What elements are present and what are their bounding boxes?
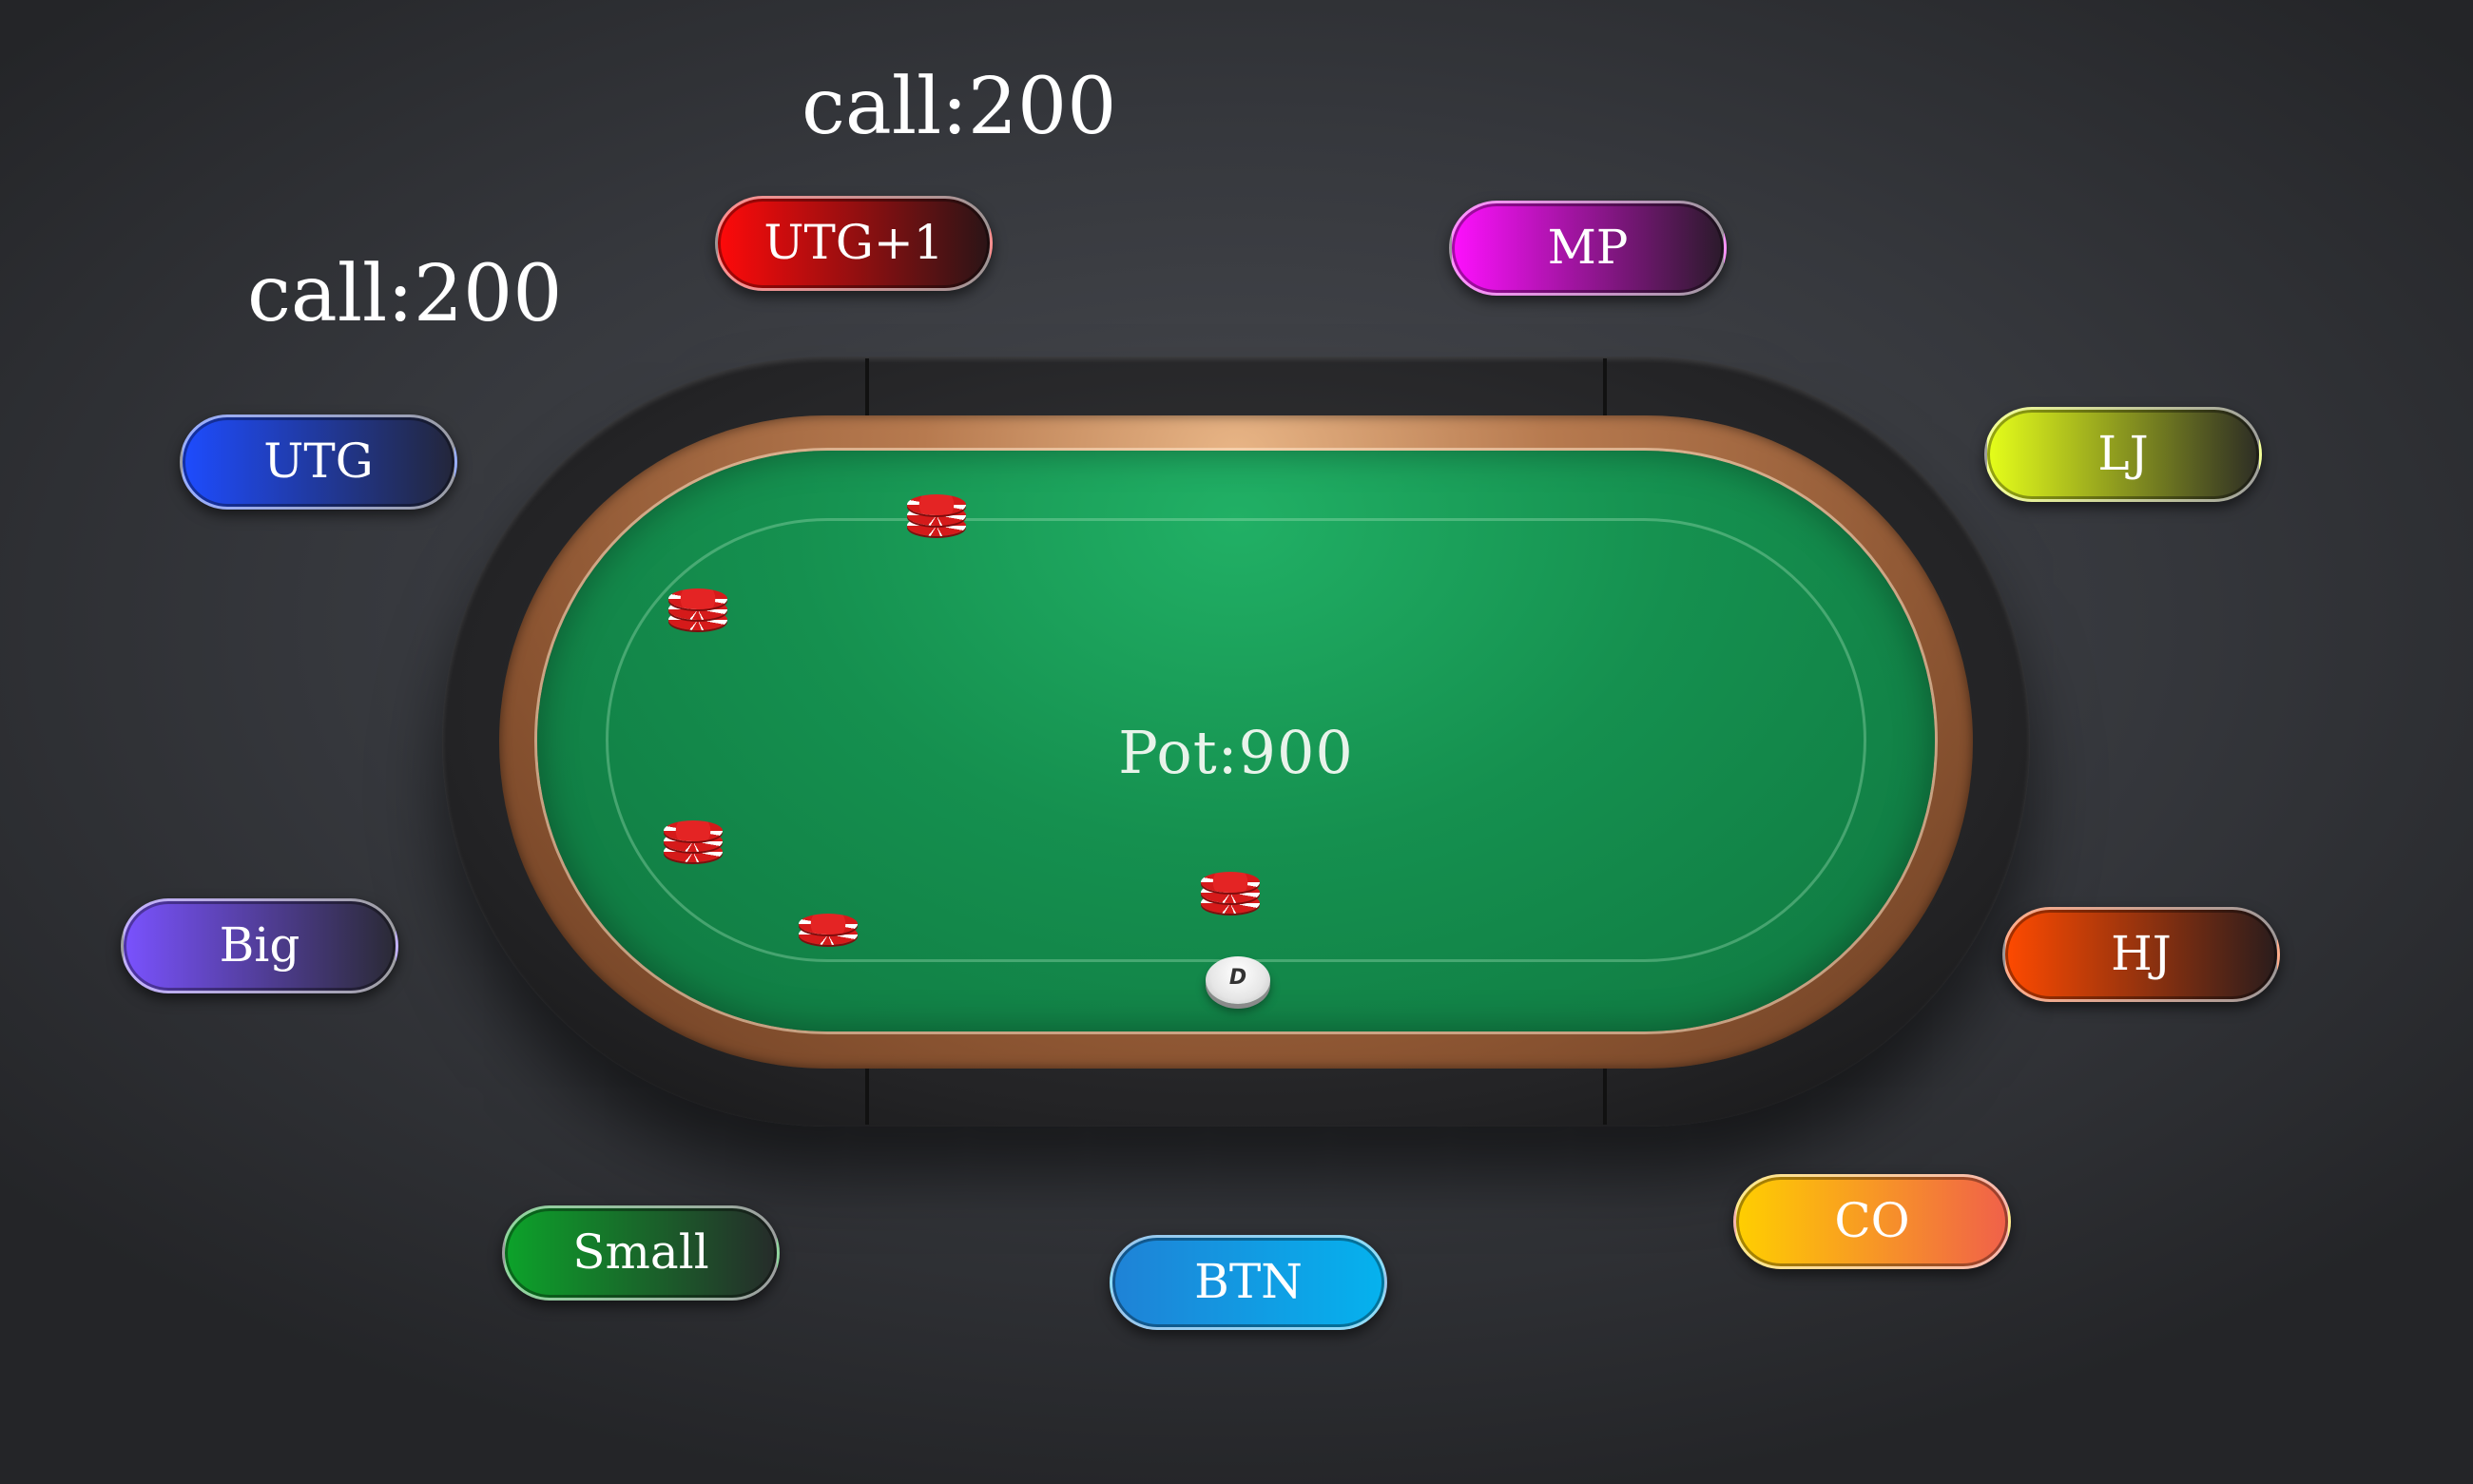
rail-joint — [865, 1058, 869, 1125]
seat-utg-plus-1[interactable]: UTG+1 — [715, 196, 993, 291]
bet-chip-utg1 — [907, 492, 966, 540]
seat-co[interactable]: CO — [1733, 1174, 2011, 1269]
bet-chip-btn — [1201, 870, 1260, 917]
bet-chip-big — [664, 819, 723, 866]
seat-hj[interactable]: HJ — [2002, 907, 2280, 1002]
pot-label: Pot:900 — [1118, 718, 1354, 787]
seat-mp[interactable]: MP — [1449, 201, 1727, 296]
seat-small-blind[interactable]: Small — [502, 1205, 780, 1301]
rail-joint — [1603, 1058, 1607, 1125]
dealer-button: D — [1206, 956, 1270, 1004]
seat-utg[interactable]: UTG — [180, 414, 457, 510]
seat-big-blind[interactable]: Big — [121, 898, 398, 993]
action-label-utg1: call:200 — [802, 62, 1117, 152]
action-label-utg: call:200 — [247, 249, 563, 339]
seat-lj[interactable]: LJ — [1984, 407, 2262, 502]
rail-joint — [865, 358, 869, 425]
bet-chip-utg — [668, 587, 727, 634]
rail-joint — [1603, 358, 1607, 425]
seat-btn[interactable]: BTN — [1110, 1235, 1387, 1330]
bet-chip-small — [799, 901, 858, 949]
